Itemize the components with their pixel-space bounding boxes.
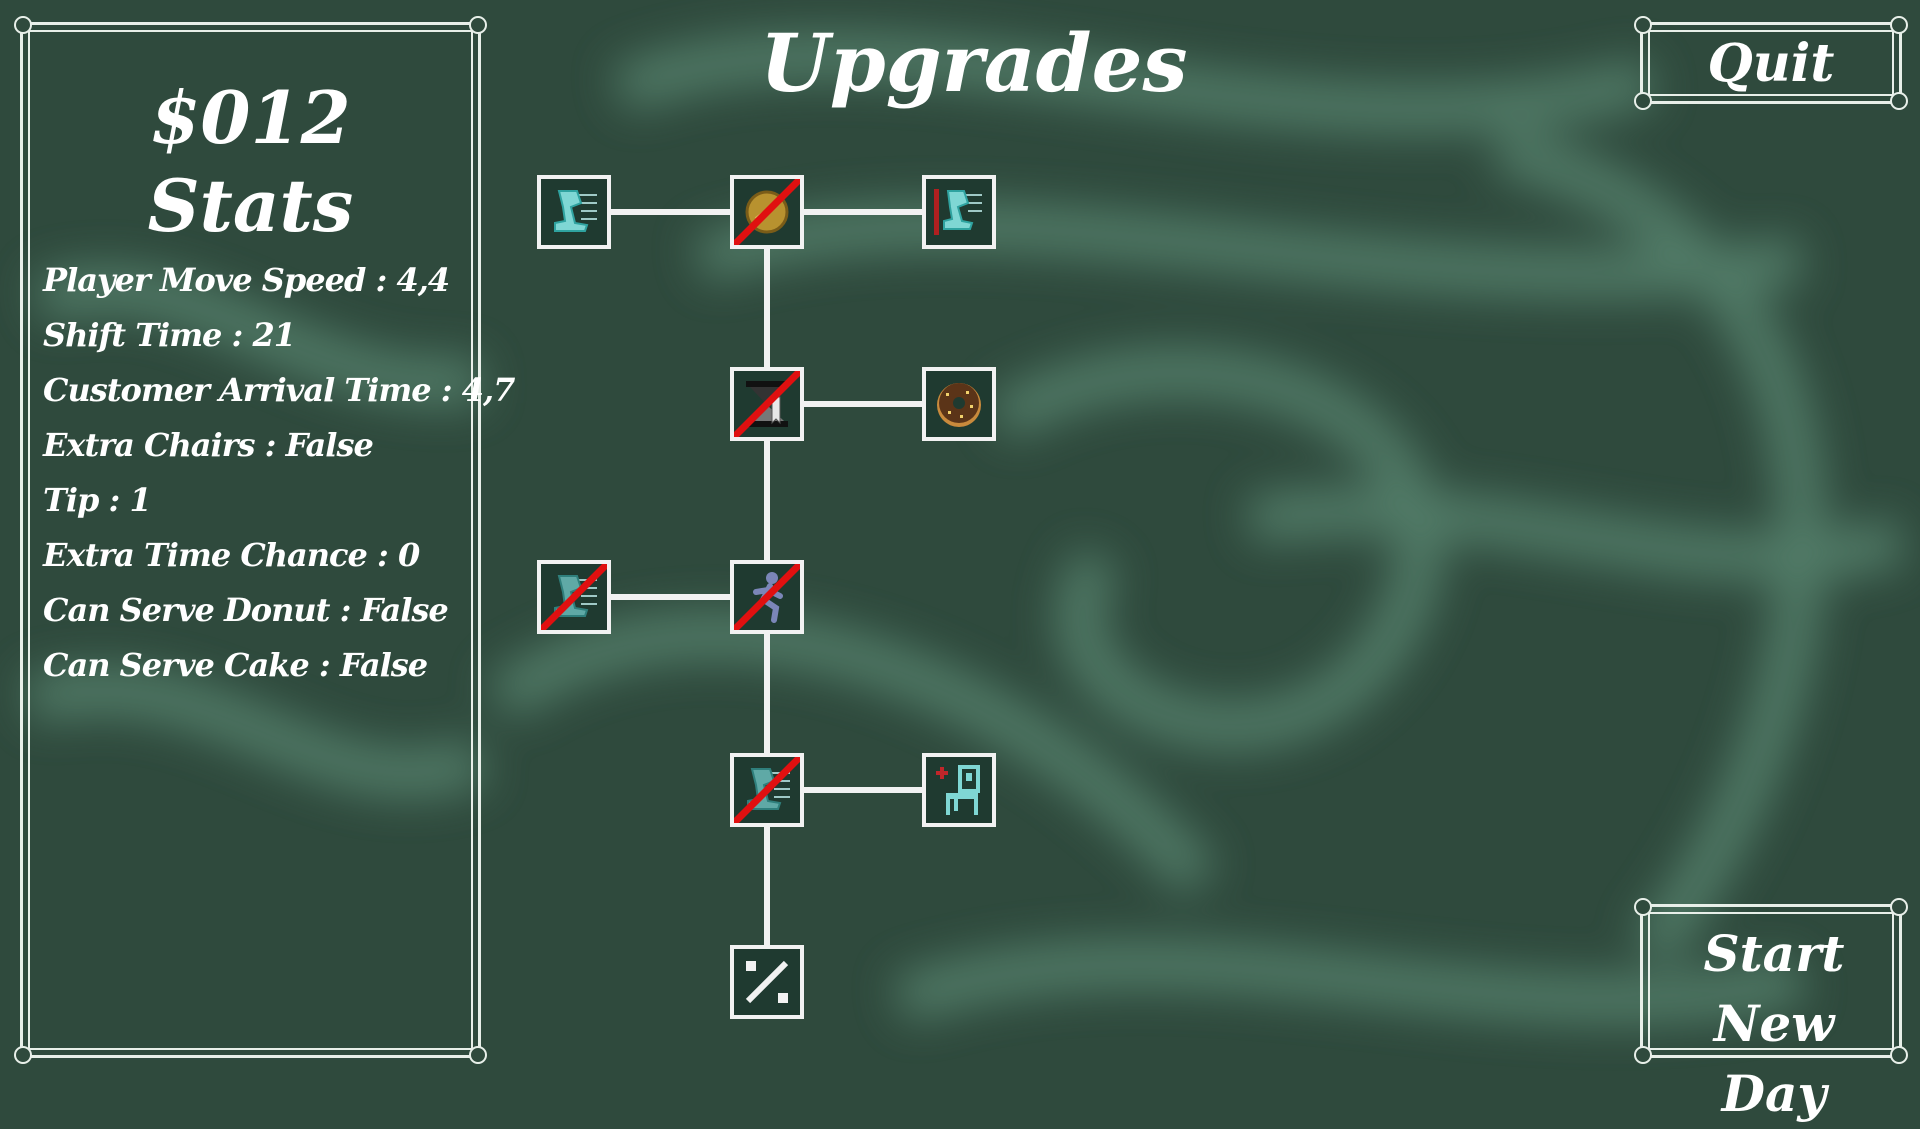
button-corner-ornament [1634,1046,1652,1064]
speed-boot-icon [554,190,597,232]
button-corner-ornament [1634,16,1652,34]
stat-player-move-speed: Player Move Speed : 4,4 [43,261,450,299]
upgrade-node-percent[interactable] [730,945,804,1019]
stat-can-serve-donut: Can Serve Donut : False [43,591,449,629]
quit-button-label: Quit [1707,33,1835,94]
upgrade-node-coin[interactable] [730,175,804,249]
button-corner-ornament [1890,1046,1908,1064]
stat-extra-time-chance: Extra Time Chance : 0 [43,536,420,574]
stats-title: Stats [147,163,354,248]
stat-list: Player Move Speed : 4,4 Shift Time : 21 … [43,253,515,693]
stat-shift-time: Shift Time : 21 [43,316,296,354]
locked-cross-icon [734,371,800,437]
stats-panel: $012 Stats Player Move Speed : 4,4 Shift… [14,16,515,1064]
percent-icon [745,960,789,1004]
panel-corner-ornament [14,16,32,34]
add-chair-icon [936,765,980,815]
locked-cross-icon [734,757,800,823]
locked-cross-icon [541,564,607,630]
page-title: Upgrades [760,16,1188,110]
stat-extra-chairs: Extra Chairs : False [43,426,374,464]
upgrade-node-hourglass[interactable] [730,367,804,441]
upgrade-node-speed-boot-1[interactable] [537,175,611,249]
upgrade-node-running-man[interactable] [730,560,804,634]
donut-icon [937,383,981,427]
button-corner-ornament [1890,16,1908,34]
stat-tip: Tip : 1 [43,481,152,519]
upgrade-node-speed-boot-3[interactable] [730,753,804,827]
button-corner-ornament [1634,898,1652,916]
panel-corner-ornament [469,1046,487,1064]
upgrade-node-donut[interactable] [922,367,996,441]
button-corner-ornament [1634,92,1652,110]
stat-customer-arrival-time: Customer Arrival Time : 4,7 [43,371,515,409]
panel-corner-ornament [469,16,487,34]
money-display: $012 [150,75,351,160]
locked-cross-icon [734,564,800,630]
locked-cross-icon [734,179,800,245]
quit-button[interactable]: Quit [1634,16,1908,110]
stat-can-serve-cake: Can Serve Cake : False [43,646,428,684]
start-new-day-label-line1: Start New [1703,924,1845,1053]
panel-corner-ornament [14,1046,32,1064]
upgrade-node-speed-boot-flag[interactable] [922,175,996,249]
button-corner-ornament [1890,898,1908,916]
upgrade-node-add-chair[interactable] [922,753,996,827]
button-corner-ornament [1890,92,1908,110]
upgrade-node-speed-boot-2[interactable] [537,560,611,634]
upgrade-tree-connectors [574,209,962,982]
speed-boot-flag-icon [934,189,982,235]
